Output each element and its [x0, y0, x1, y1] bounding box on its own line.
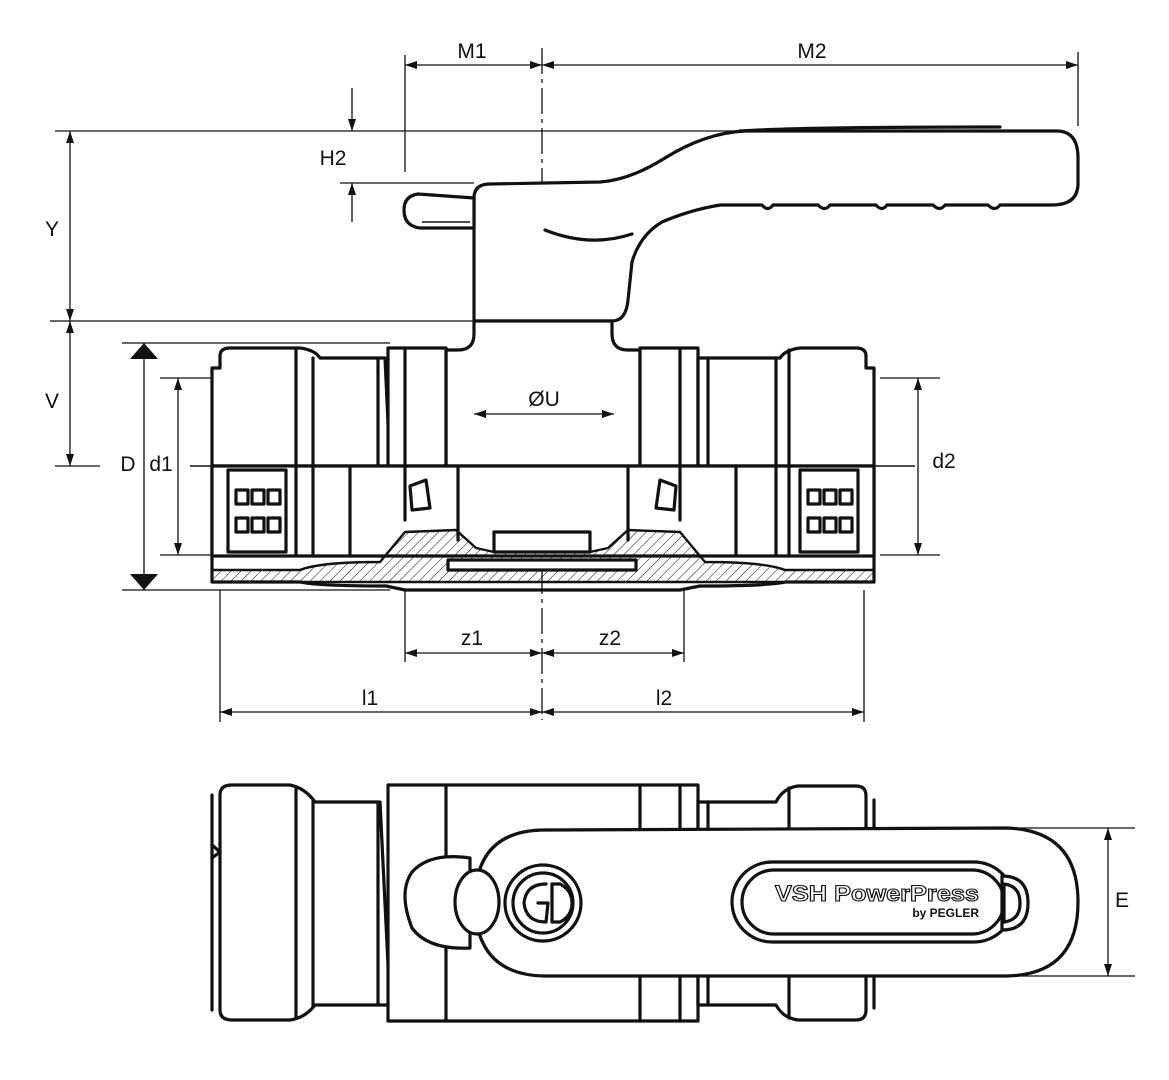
left-fitting-top — [218, 783, 392, 1022]
left-press-fitting — [210, 346, 448, 572]
side-view — [190, 48, 1080, 720]
dim-label-y: Y — [45, 218, 59, 241]
lever-handle-side — [472, 129, 1080, 323]
stop-tab-top — [403, 855, 472, 950]
body-section-hatch — [210, 528, 876, 584]
dim-label-z2: z2 — [599, 627, 621, 650]
brand-subtext: by PEGLER — [912, 906, 979, 920]
top-view: VSH PowerPress by PEGLER E — [210, 783, 1135, 1023]
dim-label-d: D — [120, 453, 135, 476]
dim-label-l1: l1 — [362, 687, 378, 710]
lever-grip-ridge — [738, 125, 1002, 133]
name-plate: VSH PowerPress by PEGLER — [730, 860, 1030, 944]
dim-label-m1: M1 — [457, 40, 486, 63]
section-lower-half — [210, 464, 876, 584]
dim-label-e: E — [1115, 889, 1129, 912]
stop-tab — [402, 192, 476, 230]
dim-label-h2: H2 — [320, 147, 347, 170]
dim-label-m2: M2 — [797, 40, 826, 63]
right-press-fitting — [638, 346, 876, 572]
dim-label-l2: l2 — [656, 687, 672, 710]
stem-nut — [453, 868, 501, 936]
dim-label-z1: z1 — [461, 627, 483, 650]
brand-text: VSH PowerPress — [775, 881, 979, 906]
dim-label-u: ØU — [528, 388, 560, 411]
dim-label-v: V — [45, 390, 59, 413]
body-lower-outline — [210, 568, 876, 592]
dimensions-side: M1 M2 H2 Y V D d1 d2 ØU z1 z2 l1 — [45, 40, 1079, 722]
dim-label-d1: d1 — [149, 453, 172, 476]
dim-label-d2: d2 — [932, 450, 955, 473]
lever-inner-edge — [543, 228, 634, 242]
gd-logo-icon — [503, 863, 583, 943]
